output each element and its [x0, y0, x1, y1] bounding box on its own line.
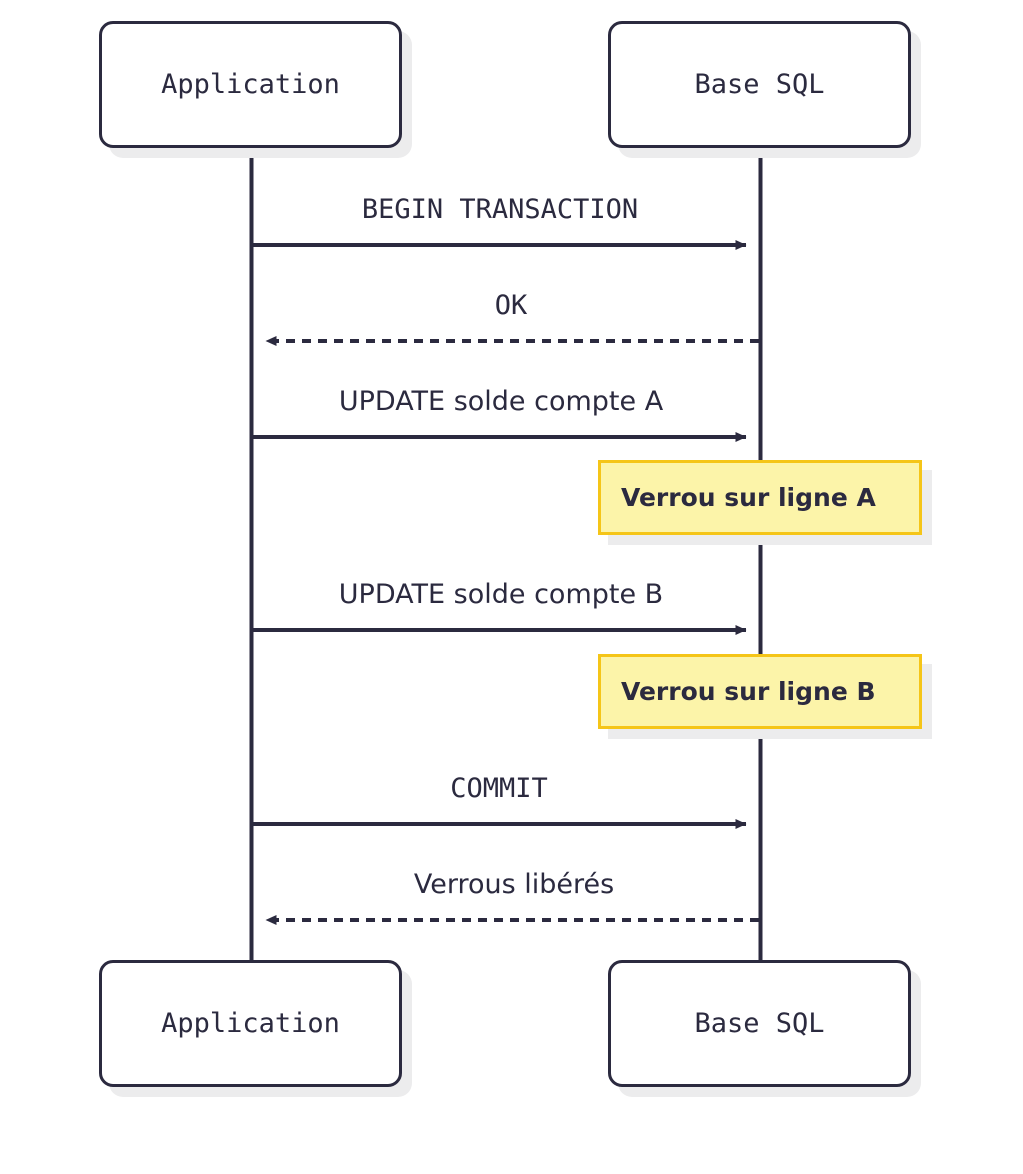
participant-bottom-base-sql-label: Base SQL	[694, 1008, 825, 1039]
note-verrou-ligne-a-label: Verrou sur ligne A	[621, 483, 876, 512]
participant-bottom-application-label: Application	[161, 1008, 340, 1039]
message-label-update-compte-b: UPDATE solde compte B	[338, 579, 664, 610]
note-verrou-ligne-a[interactable]: Verrou sur ligne A	[598, 460, 922, 535]
participant-top-application[interactable]: Application	[99, 21, 402, 148]
message-label-begin-transaction: BEGIN TRANSACTION	[361, 194, 639, 225]
message-label-ok: OK	[494, 290, 528, 321]
participant-bottom-base-sql[interactable]: Base SQL	[608, 960, 911, 1087]
participant-bottom-application[interactable]: Application	[99, 960, 402, 1087]
participant-top-base-sql-label: Base SQL	[694, 69, 825, 100]
note-verrou-ligne-b-label: Verrou sur ligne B	[621, 677, 876, 706]
message-label-commit: COMMIT	[450, 773, 548, 804]
message-label-verrous-liberes: Verrous libérés	[413, 869, 615, 900]
participant-top-application-label: Application	[161, 69, 340, 100]
note-verrou-ligne-b[interactable]: Verrou sur ligne B	[598, 654, 922, 729]
message-label-update-compte-a: UPDATE solde compte A	[338, 386, 664, 417]
participant-top-base-sql[interactable]: Base SQL	[608, 21, 911, 148]
